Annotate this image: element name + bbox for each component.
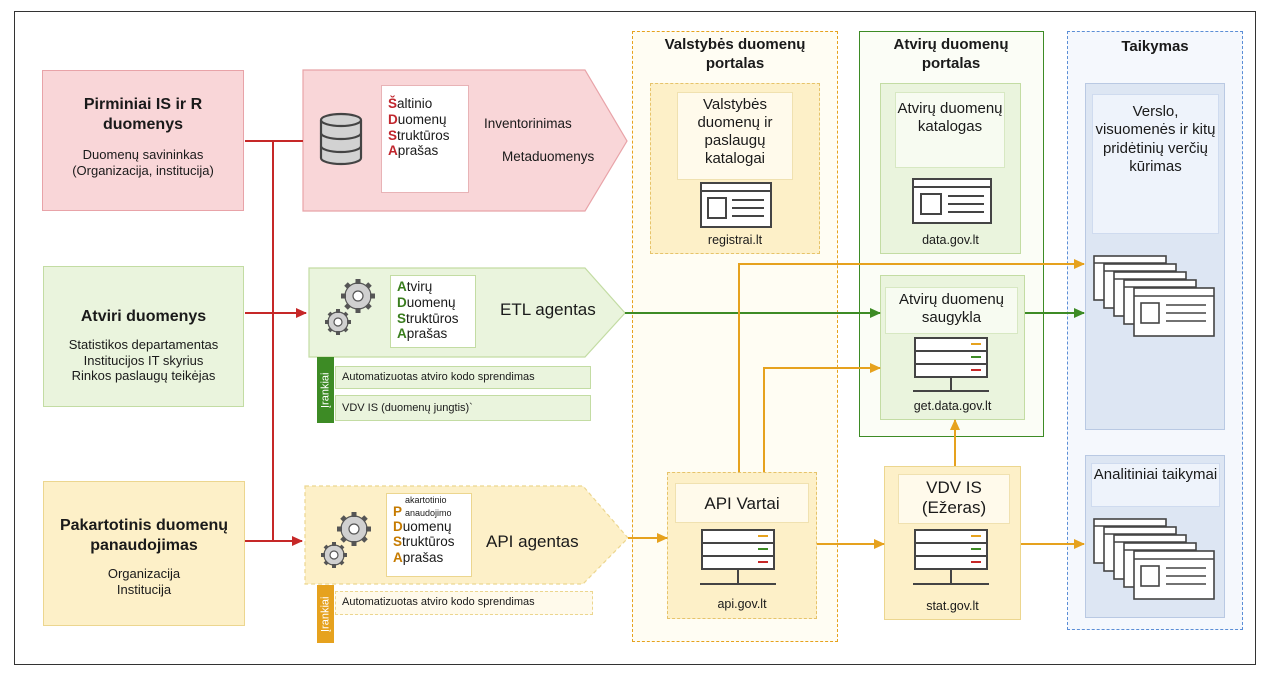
open-portal-title: Atvirų duomenų portalas xyxy=(893,36,1009,72)
connector-gateway-to-storage xyxy=(763,363,881,472)
gears-icon xyxy=(321,512,371,568)
source-reuse-title: Pakartotinis duomenų panaudojimas xyxy=(59,517,229,554)
etl-agent-label: ETL agentas xyxy=(500,300,596,319)
analytics-title: Analitiniai taikymai xyxy=(1093,466,1218,483)
analytics-card xyxy=(1091,463,1220,507)
source-reuse-subtitle: Organizacija Institucija xyxy=(107,566,181,597)
etl-tool-1: Automatizuotas atviro kodo sprendimas xyxy=(335,366,591,389)
application-title: Taikymas xyxy=(1121,38,1189,55)
open-storage-card xyxy=(885,287,1018,334)
api-gateway-card xyxy=(675,483,809,523)
server-icon xyxy=(913,529,989,585)
open-catalog-card xyxy=(895,92,1005,168)
web-pages-stack-icon xyxy=(1093,255,1215,337)
source-open-title: Atviri duomenys xyxy=(80,308,207,325)
vdv-url: stat.gov.lt xyxy=(926,599,979,613)
api-agent-label: API agentas xyxy=(486,532,579,551)
open-storage-url: get.data.gov.lt xyxy=(913,399,992,413)
web-page-icon xyxy=(912,178,992,224)
source-primary: Pirminiai IS ir R duomenys Duomenų savin… xyxy=(42,70,244,211)
state-portal-title: Valstybės duomenų portalas xyxy=(664,36,806,72)
gears-icon xyxy=(325,279,375,335)
source-reuse: Pakartotinis duomenų panaudojimas Organi… xyxy=(43,481,245,626)
sdsa-card: Šaltinio Duomenų Struktūros Aprašas xyxy=(381,85,469,193)
metadata-label: Metaduomenys xyxy=(502,149,595,164)
etl-tool-2: VDV IS (duomenų jungtis)` xyxy=(335,395,591,421)
source-open-subtitle: Statistikos departamentas Institucijos I… xyxy=(68,337,219,384)
state-catalog-card xyxy=(677,92,793,180)
api-gateway-url: api.gov.lt xyxy=(717,597,767,611)
value-creation-card xyxy=(1092,94,1219,234)
api-tool-1: Automatizuotas atviro kodo sprendimas xyxy=(335,591,593,615)
server-icon xyxy=(913,337,989,392)
value-creation-title: Verslo, visuomenės ir kitų pridėtinių ve… xyxy=(1095,103,1216,175)
connector-gateway-to-app xyxy=(738,259,1085,472)
source-open: Atviri duomenys Statistikos departamenta… xyxy=(43,266,244,407)
open-catalog-title: Atvirų duomenų katalogas xyxy=(897,100,1003,135)
open-catalog-url: data.gov.lt xyxy=(922,233,979,247)
state-catalog-url: registrai.lt xyxy=(707,233,763,247)
api-gateway-title: API Vartai xyxy=(704,494,780,513)
web-pages-stack-icon xyxy=(1093,518,1215,600)
diagram-frame xyxy=(14,11,1256,665)
web-page-icon xyxy=(700,182,772,228)
inventory-label: Inventorinimas xyxy=(484,116,572,131)
source-primary-subtitle: Duomenų savininkas (Organizacija, instit… xyxy=(72,147,214,178)
source-primary-title: Pirminiai IS ir R duomenys xyxy=(83,96,203,133)
state-catalog-title: Valstybės duomenų ir paslaugų katalogai xyxy=(697,96,773,167)
open-storage-title: Atvirų duomenų saugykla xyxy=(898,291,1005,326)
adsa-card: Atvirų Duomenų Struktūros Aprašas xyxy=(390,275,476,348)
database-icon xyxy=(319,112,363,166)
vdv-card xyxy=(898,474,1010,524)
server-icon xyxy=(700,529,776,585)
vdv-title: VDV IS (Ežeras) xyxy=(921,478,987,518)
